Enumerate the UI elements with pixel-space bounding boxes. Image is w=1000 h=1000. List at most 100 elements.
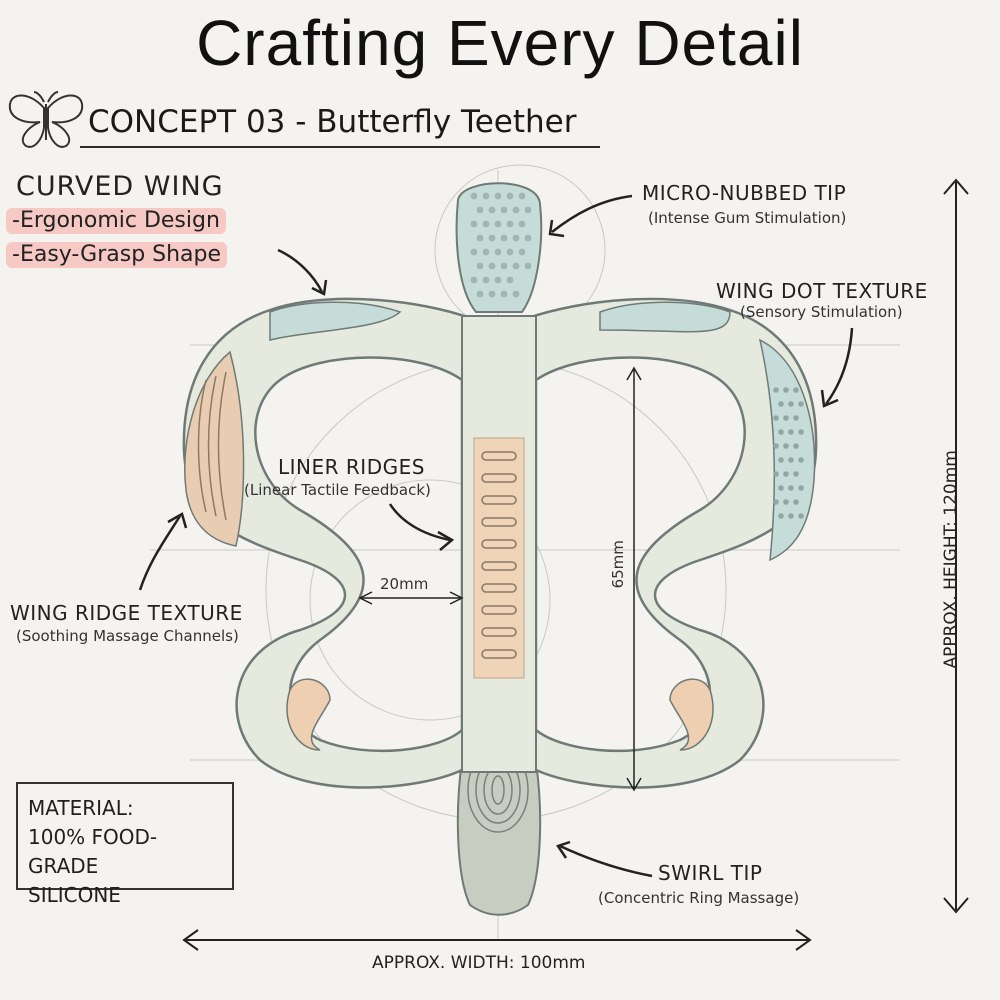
wing-dot bbox=[788, 401, 794, 407]
teether-illustration bbox=[182, 182, 818, 916]
wing-ridge-panel bbox=[184, 350, 245, 547]
micro-tip-title: MICRO-NUBBED TIP bbox=[642, 181, 847, 205]
wing-dot bbox=[798, 513, 804, 519]
wing-dot bbox=[798, 429, 804, 435]
nub-dot bbox=[500, 206, 508, 214]
nub-dot bbox=[518, 192, 526, 200]
nub-dot bbox=[488, 234, 496, 242]
wing-dot-note: (Sensory Stimulation) bbox=[740, 303, 903, 321]
wing-dot bbox=[793, 471, 799, 477]
nub-dot bbox=[470, 248, 478, 256]
nubs bbox=[470, 192, 532, 298]
nub-dot bbox=[506, 248, 514, 256]
wing-dot bbox=[778, 429, 784, 435]
wing-dot bbox=[778, 485, 784, 491]
wing-dot-panel bbox=[758, 338, 816, 562]
material-box: MATERIAL: 100% FOOD-GRADE SILICONE bbox=[16, 782, 234, 907]
nub-dot bbox=[518, 248, 526, 256]
nub-dot bbox=[512, 290, 520, 298]
nub-dot bbox=[512, 234, 520, 242]
nub-dot bbox=[488, 206, 496, 214]
wing-dot bbox=[783, 471, 789, 477]
nub-dot bbox=[482, 276, 490, 284]
nub-dot bbox=[524, 262, 532, 270]
nub-dot bbox=[470, 192, 478, 200]
liner-ridges-note: (Linear Tactile Feedback) bbox=[244, 481, 431, 499]
nub-dot bbox=[482, 220, 490, 228]
nub-dot bbox=[482, 192, 490, 200]
material-line-3: SILICONE bbox=[28, 883, 121, 907]
butterfly-icon bbox=[8, 91, 84, 148]
nub-dot bbox=[524, 206, 532, 214]
wing-dot bbox=[783, 387, 789, 393]
wing-dot bbox=[793, 415, 799, 421]
wing-ridge-note: (Soothing Massage Channels) bbox=[16, 627, 239, 645]
wing-dot bbox=[788, 457, 794, 463]
material-line-2: 100% FOOD-GRADE bbox=[28, 825, 158, 878]
concept-underline bbox=[80, 146, 600, 148]
nub-dot bbox=[494, 276, 502, 284]
nub-dot bbox=[476, 234, 484, 242]
ridges bbox=[481, 451, 517, 659]
wing-dot bbox=[793, 387, 799, 393]
wing-dot bbox=[793, 499, 799, 505]
height-label: APPROX. HEIGHT: 120mm bbox=[940, 450, 961, 669]
wing-dot bbox=[793, 443, 799, 449]
wing-dot bbox=[798, 457, 804, 463]
nub-dot bbox=[488, 290, 496, 298]
nub-dot bbox=[506, 220, 514, 228]
wing-dot bbox=[773, 443, 779, 449]
nub-dot bbox=[512, 206, 520, 214]
wing-dot bbox=[773, 415, 779, 421]
micro-tip-note: (Intense Gum Stimulation) bbox=[648, 209, 847, 227]
wing-dot bbox=[773, 471, 779, 477]
material-line-1: MATERIAL: bbox=[28, 796, 134, 820]
swirl-tip-title: SWIRL TIP bbox=[658, 861, 763, 885]
wing-dot bbox=[788, 513, 794, 519]
nub-dot bbox=[494, 192, 502, 200]
nub-dot bbox=[470, 276, 478, 284]
wing-dot bbox=[798, 485, 804, 491]
nub-dot bbox=[488, 262, 496, 270]
wing-dot bbox=[783, 499, 789, 505]
nub-dot bbox=[506, 276, 514, 284]
nub-dot bbox=[518, 220, 526, 228]
wing-dot bbox=[788, 429, 794, 435]
dimension-lines bbox=[182, 178, 969, 951]
wing-dot bbox=[773, 387, 779, 393]
nub-dot bbox=[524, 234, 532, 242]
width-label: APPROX. WIDTH: 100mm bbox=[372, 953, 586, 973]
nub-dot bbox=[494, 248, 502, 256]
nub-dot bbox=[506, 192, 514, 200]
wing-dot bbox=[773, 499, 779, 505]
wing-dot bbox=[778, 401, 784, 407]
liner-ridges-title: LINER RIDGES bbox=[278, 455, 425, 479]
wing-dot bbox=[778, 513, 784, 519]
wing-dot bbox=[788, 485, 794, 491]
center-width-label: 20mm bbox=[380, 575, 429, 593]
wing-dot bbox=[798, 401, 804, 407]
wing-ridge-title: WING RIDGE TEXTURE bbox=[10, 601, 243, 625]
nub-dot bbox=[500, 234, 508, 242]
nub-dot bbox=[500, 290, 508, 298]
concept-title: CONCEPT 03 - Butterfly Teether bbox=[88, 104, 577, 140]
page-title: Crafting Every Detail bbox=[196, 7, 804, 79]
curved-wing-heading: CURVED WING bbox=[16, 171, 224, 202]
callout-arrows bbox=[138, 194, 854, 878]
swirl-tip-note: (Concentric Ring Massage) bbox=[598, 889, 800, 907]
nub-dot bbox=[470, 220, 478, 228]
wing-dot bbox=[778, 457, 784, 463]
wing-dot-title: WING DOT TEXTURE bbox=[716, 279, 928, 303]
nub-dot bbox=[476, 262, 484, 270]
center-height-label: 65mm bbox=[608, 540, 627, 589]
nub-dot bbox=[494, 220, 502, 228]
nub-dot bbox=[500, 262, 508, 270]
nub-dot bbox=[482, 248, 490, 256]
wing-dot bbox=[783, 415, 789, 421]
nub-dot bbox=[476, 206, 484, 214]
feature-easy-grasp: -Easy-Grasp Shape bbox=[6, 242, 228, 269]
nub-dot bbox=[476, 290, 484, 298]
nub-dot bbox=[512, 262, 520, 270]
micro-nubbed-tip bbox=[455, 182, 543, 313]
